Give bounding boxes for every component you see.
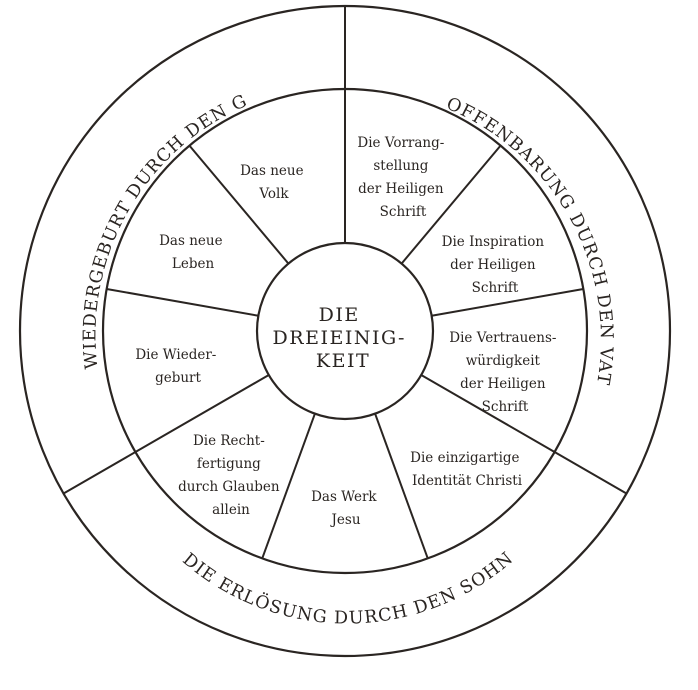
label-geist: DIE WIEDERGEBURT DURCH DEN GEIST: [0, 0, 251, 370]
segment-divider-line: [106, 287, 259, 317]
label-sohn: DIE ERLÖSUNG DURCH DEN SOHN: [179, 548, 518, 629]
segment-vertrauenswuerdigkeit: Die Vertrauens- würdigkeit der Heiligen …: [449, 330, 560, 415]
center-title: DIE DREIEINIG- KEIT: [273, 304, 414, 372]
outer-divider-line: [63, 451, 136, 495]
segment-vorrangstellung: Die Vorrang- stellung der Heiligen Schri…: [357, 135, 448, 220]
segment-werk-jesu: Das Werk Jesu: [311, 489, 381, 528]
segment-divider-line: [374, 413, 429, 559]
segment-divider-line: [134, 374, 270, 453]
segment-divider-line: [400, 144, 502, 265]
segment-divider-line: [420, 374, 556, 453]
segment-inspiration: Die Inspiration der Heiligen Schrift: [442, 234, 549, 296]
segment-identitaet-christi: Die einzigartige Identität Christi: [410, 450, 524, 489]
segment-rechtfertigung: Die Recht- fertigung durch Glauben allei…: [178, 433, 284, 518]
segment-wiedergeburt: Die Wieder- geburt: [135, 347, 220, 386]
segment-divider-line: [261, 413, 316, 559]
outer-dividers: [63, 6, 627, 495]
segment-divider-line: [188, 144, 290, 265]
outer-divider-line: [554, 451, 627, 495]
segment-neues-volk: Das neue Volk: [240, 163, 308, 202]
segment-neues-leben: Das neue Leben: [159, 233, 227, 272]
segment-dividers: [106, 89, 584, 559]
segment-divider-line: [431, 287, 584, 317]
